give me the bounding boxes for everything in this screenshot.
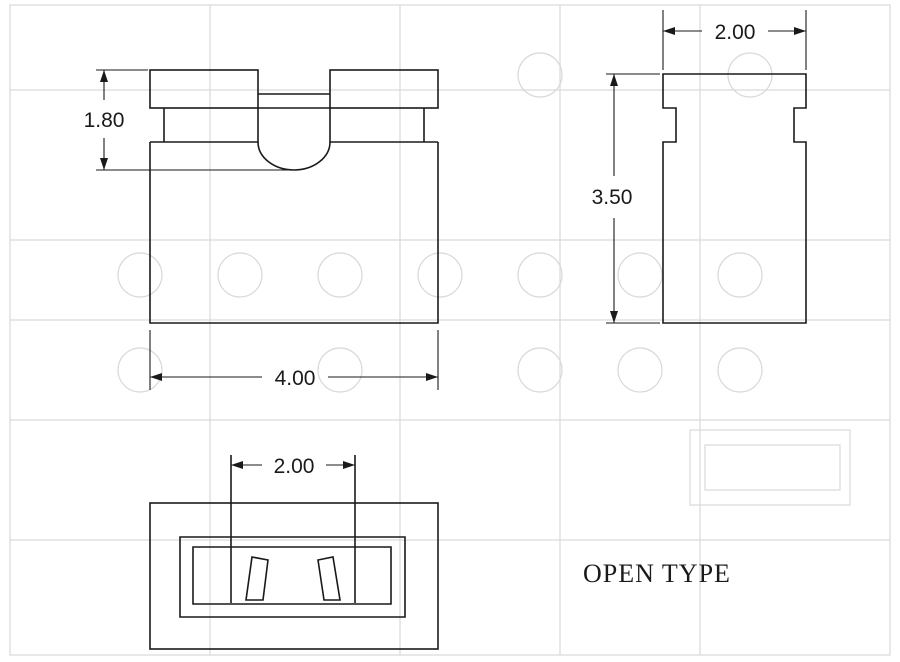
dimension-label-width-side: 2.00 <box>715 21 756 44</box>
dimension-width-side: 2.00 <box>662 10 807 70</box>
drawing-caption: OPEN TYPE <box>583 559 731 588</box>
dimension-width-front: 4.00 <box>149 330 439 390</box>
dimension-height-front: 1.80 <box>84 69 294 171</box>
dimension-label-height-side: 3.50 <box>592 186 633 209</box>
background-faint-drawing <box>9 4 891 656</box>
dimension-label-height-front: 1.80 <box>84 109 125 132</box>
dimension-label-pitch-top: 2.00 <box>274 455 315 478</box>
dimension-height-side: 3.50 <box>592 73 660 324</box>
front-view <box>149 69 439 324</box>
dimension-label-width-front: 4.00 <box>275 367 316 390</box>
side-view <box>662 73 807 324</box>
dimension-pitch-top: 2.00 <box>231 455 355 478</box>
top-view <box>149 455 439 650</box>
